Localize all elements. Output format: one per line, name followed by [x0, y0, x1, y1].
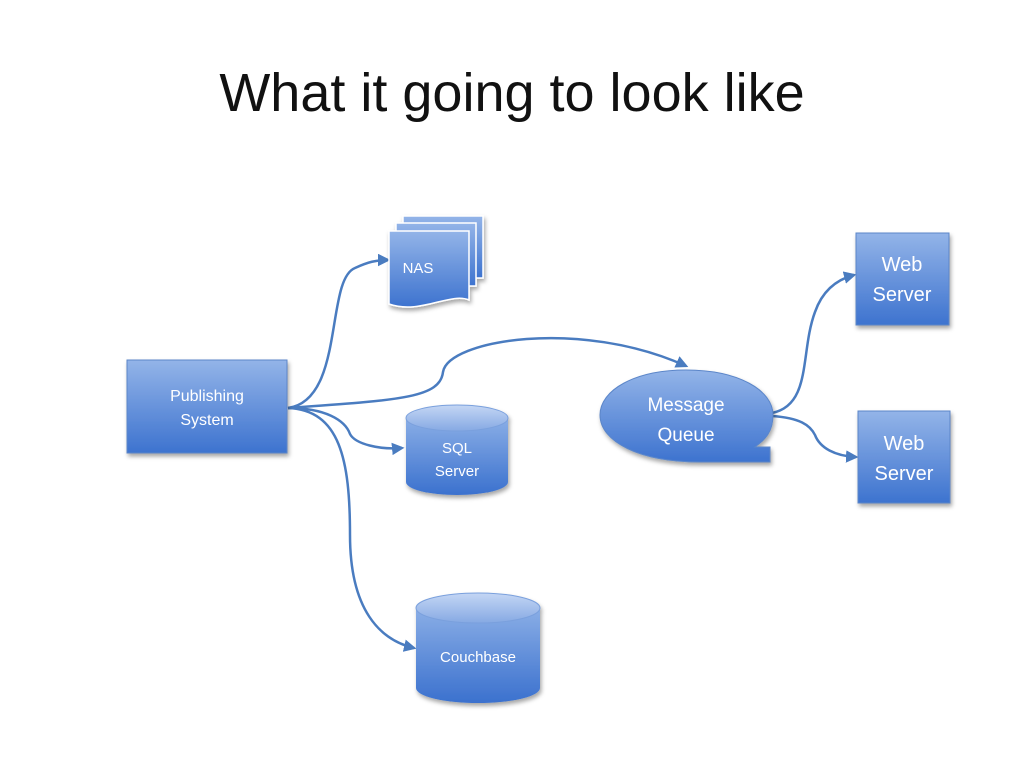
connector-publishing-to-nas: [287, 253, 391, 410]
sql-server-label-line2: Server: [435, 463, 479, 480]
web-server-2-label-line1: Web: [884, 433, 925, 455]
message-queue-label-line1: Message: [647, 395, 724, 416]
slide-title: What it going to look like: [219, 63, 805, 123]
couchbase-node[interactable]: Couchbase: [415, 592, 541, 703]
connectors: [287, 253, 859, 652]
web-server-2-label-line2: Server: [875, 463, 934, 485]
connector-queue-to-web2: [771, 414, 859, 463]
publishing-system-label-line1: Publishing: [170, 388, 244, 405]
connector-publishing-to-sql: [287, 406, 405, 456]
speech-bubble-icon: [599, 369, 774, 463]
connector-publishing-to-couchbase: [287, 406, 417, 652]
couchbase-label: Couchbase: [440, 649, 516, 666]
message-queue-label-line2: Queue: [657, 425, 714, 446]
connector-publishing-to-queue: [287, 336, 689, 410]
web-server-node-2[interactable]: Web Server: [857, 410, 951, 504]
publishing-system-label-line2: System: [180, 412, 233, 429]
web-server-node-1[interactable]: Web Server: [855, 232, 950, 326]
message-queue-node[interactable]: Message Queue: [599, 369, 774, 463]
web-server-1-label-line2: Server: [873, 284, 932, 306]
database-cylinder-icon: [405, 404, 509, 495]
connector-queue-to-web1: [771, 271, 857, 415]
document-stack-icon: [388, 215, 484, 308]
rectangle-icon: [126, 359, 288, 454]
nas-label: NAS: [403, 260, 434, 277]
web-server-1-label-line1: Web: [882, 254, 923, 276]
rectangle-icon: [855, 232, 950, 326]
rectangle-icon: [857, 410, 951, 504]
nas-node[interactable]: NAS: [388, 215, 484, 308]
sql-server-label-line1: SQL: [442, 440, 472, 457]
database-cylinder-icon: [415, 592, 541, 703]
sql-server-node[interactable]: SQL Server: [405, 404, 509, 495]
publishing-system-node[interactable]: Publishing System: [126, 359, 288, 454]
